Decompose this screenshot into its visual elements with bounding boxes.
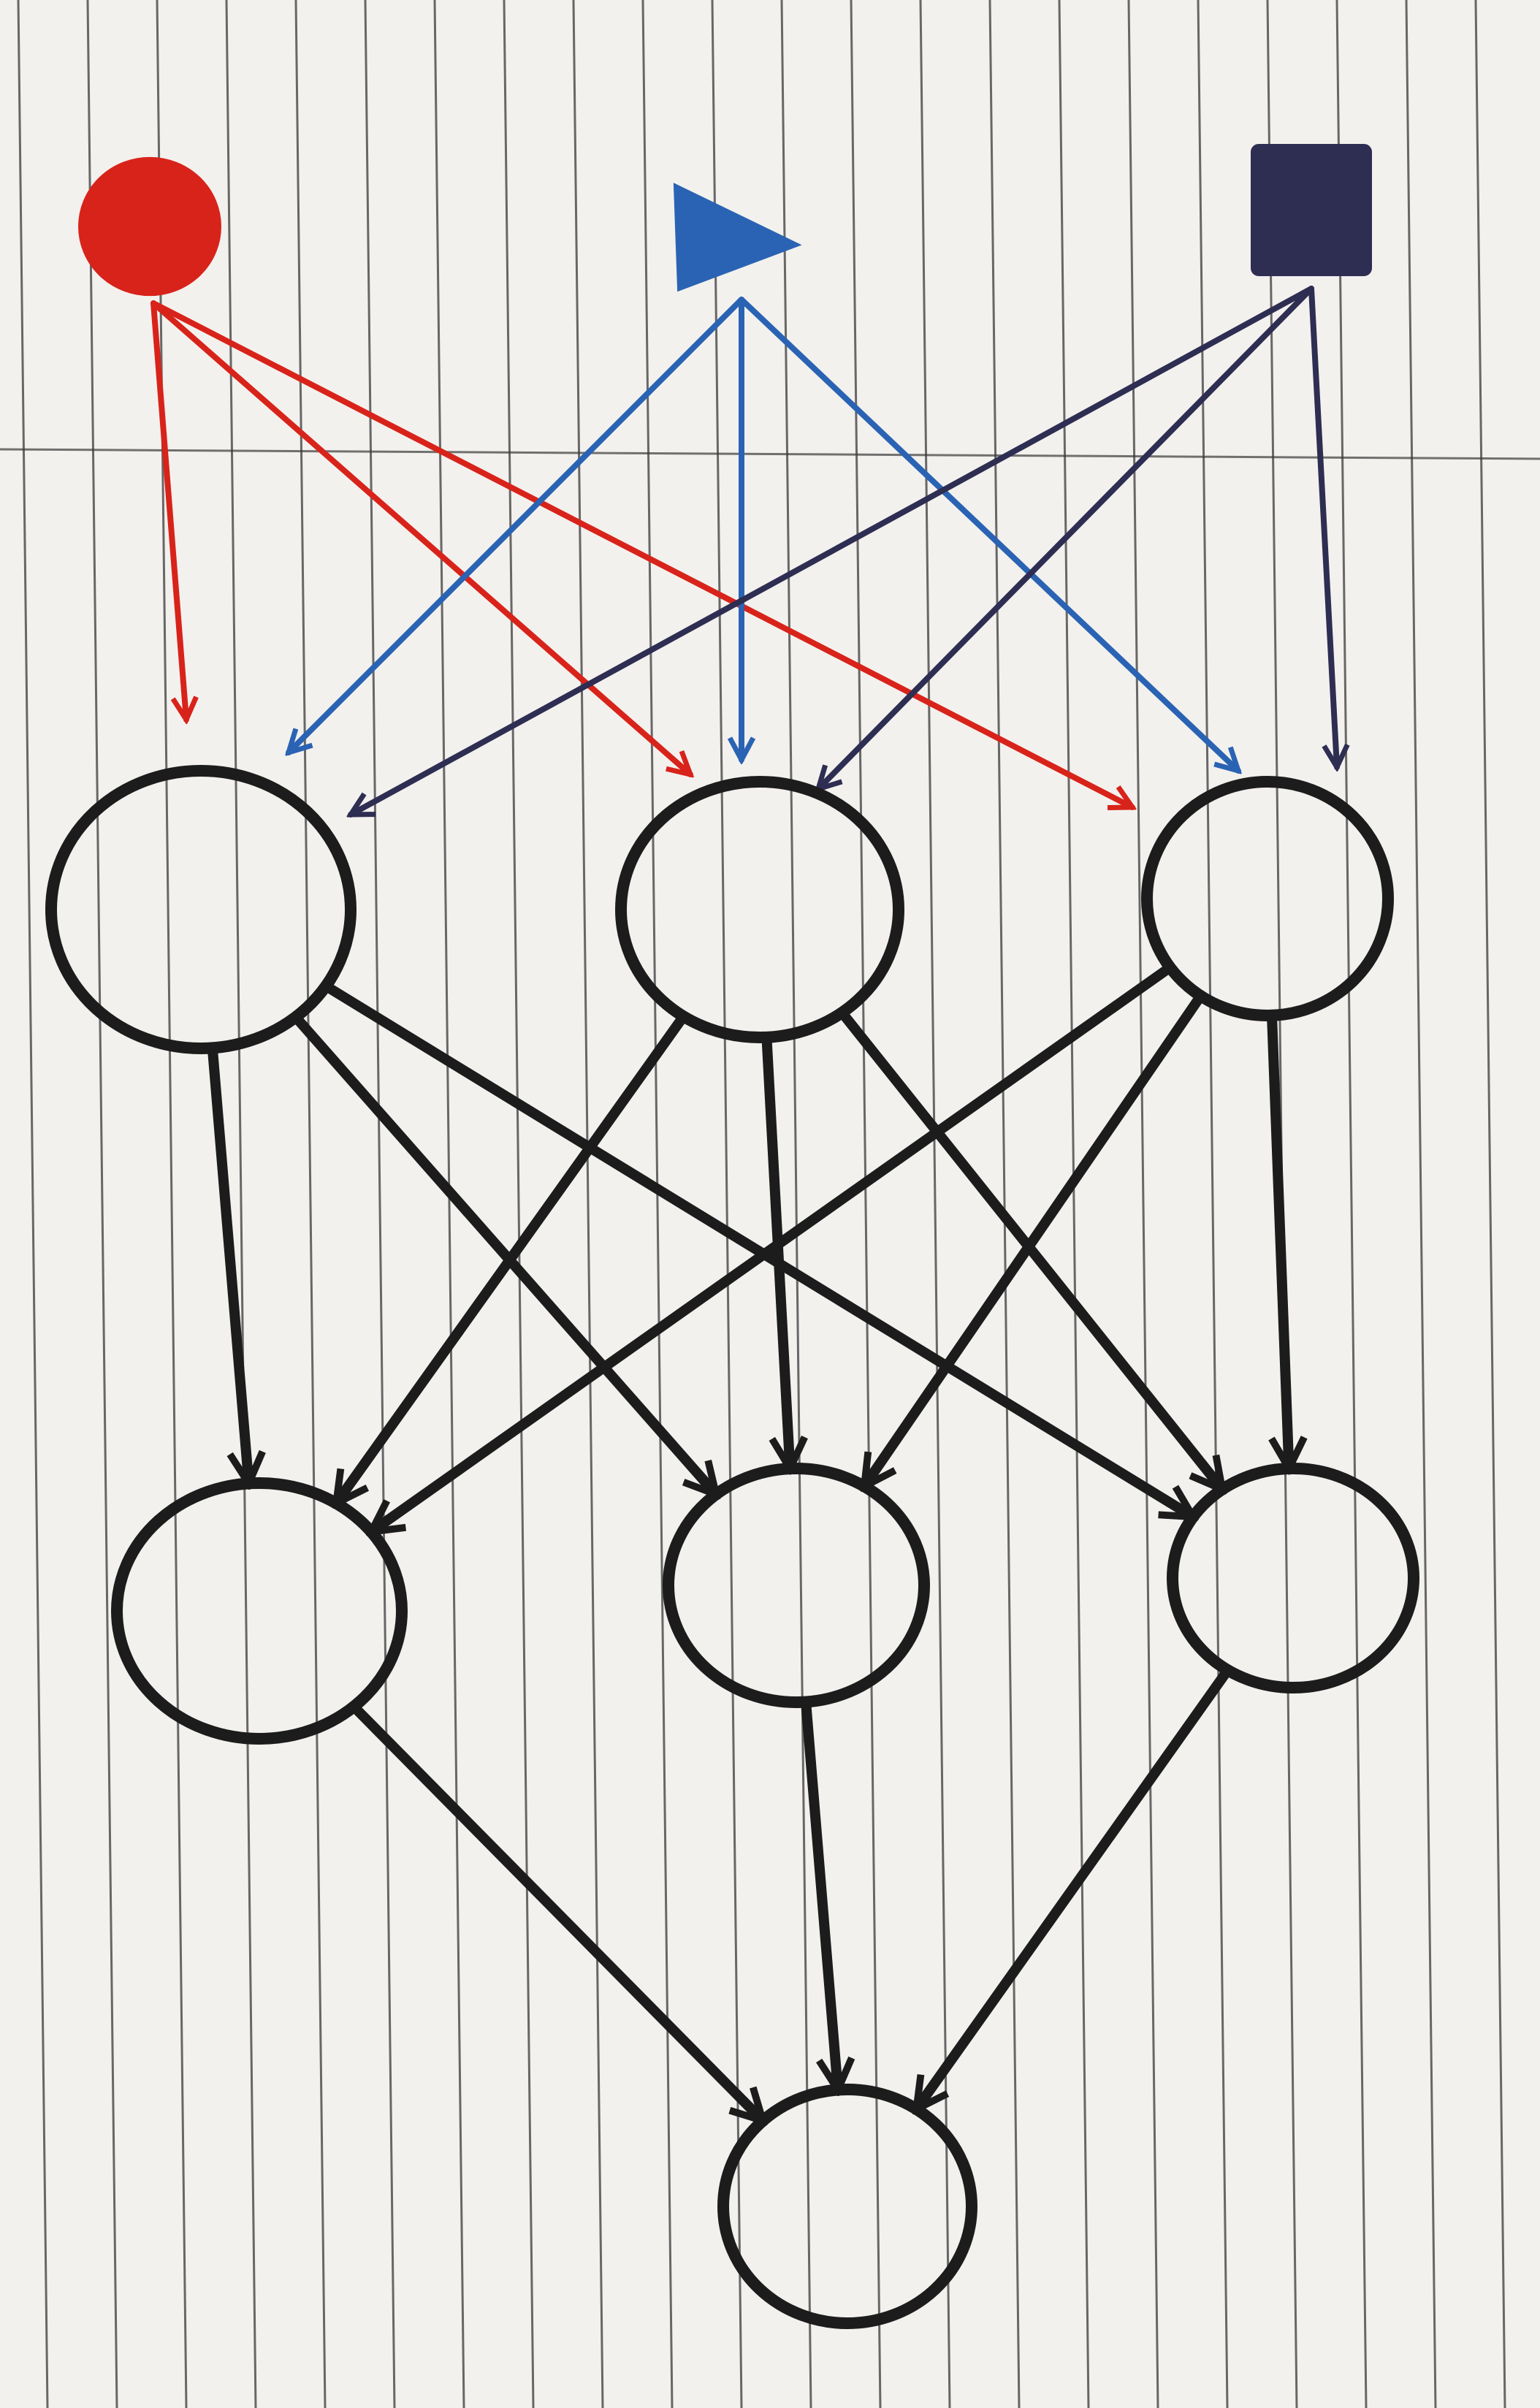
edge-l1-center-to-l2-center xyxy=(761,1032,790,1468)
paper-rule-line xyxy=(503,0,535,2408)
nodes-layer xyxy=(45,144,1419,2329)
edge-l1-right-to-l2-center xyxy=(859,991,1206,1486)
paper-rule-line xyxy=(1127,0,1159,2408)
input-triangle xyxy=(673,183,802,292)
edge-in-triangle-to-l1-right xyxy=(739,297,1238,771)
node-l2-left xyxy=(111,1477,408,1745)
edge-l1-left-to-l2-left xyxy=(207,1043,249,1483)
paper-rule-line xyxy=(711,0,743,2408)
node-l2-right xyxy=(1167,1463,1419,1693)
paper-rule-line xyxy=(1058,0,1090,2408)
node-l1-center xyxy=(615,776,904,1043)
node-l1-left xyxy=(45,765,357,1054)
paper-rule-line xyxy=(641,0,674,2408)
edge-in-square-to-l1-right xyxy=(1308,286,1337,767)
paper-rule-line xyxy=(988,0,1021,2408)
input-circle xyxy=(78,156,221,297)
edge-l1-center-to-l2-right xyxy=(836,1007,1228,1490)
edge-in-circle-to-l1-right xyxy=(150,300,1132,810)
edge-l1-center-to-l2-left xyxy=(331,1011,689,1503)
edge-l2-left-to-out xyxy=(348,1702,763,2121)
paper-rule-line xyxy=(1474,0,1506,2408)
edge-in-circle-to-l1-left xyxy=(150,300,186,720)
edge-l1-right-to-l2-left xyxy=(371,962,1175,1537)
paper-rule-line xyxy=(156,0,188,2408)
edge-in-square-to-l1-left xyxy=(351,286,1314,818)
paper-rule-line xyxy=(17,0,49,2408)
paper-rule-line xyxy=(572,0,604,2408)
paper-rule-line xyxy=(1405,0,1437,2408)
node-l2-center xyxy=(663,1463,930,1708)
edge-l2-right-to-out xyxy=(911,1665,1233,2109)
paper-rule-line xyxy=(433,0,465,2408)
paper-rule-line xyxy=(225,0,257,2408)
paper-rule-line xyxy=(780,0,812,2408)
paper-rule-line xyxy=(850,0,882,2408)
node-out xyxy=(717,2084,977,2329)
paper-rule-line xyxy=(294,0,327,2408)
edge-l1-left-to-l2-center xyxy=(290,1012,722,1494)
edges-layer xyxy=(150,286,1337,2121)
edge-in-circle-to-l1-center xyxy=(150,300,690,774)
edge-l1-right-to-l2-right xyxy=(1267,1010,1289,1468)
paper-margin-line xyxy=(0,448,1540,460)
edge-l2-center-to-out xyxy=(801,1696,838,2090)
input-square xyxy=(1251,144,1372,276)
node-l1-right xyxy=(1141,776,1394,1021)
paper-rule-line xyxy=(364,0,396,2408)
paper-rule-line xyxy=(919,0,951,2408)
edge-in-triangle-to-l1-left xyxy=(289,297,744,752)
paper-rule-line xyxy=(86,0,118,2408)
paper-rule-line xyxy=(1197,0,1229,2408)
edge-in-square-to-l1-center xyxy=(818,286,1314,789)
paper-rule-line xyxy=(1335,0,1368,2408)
